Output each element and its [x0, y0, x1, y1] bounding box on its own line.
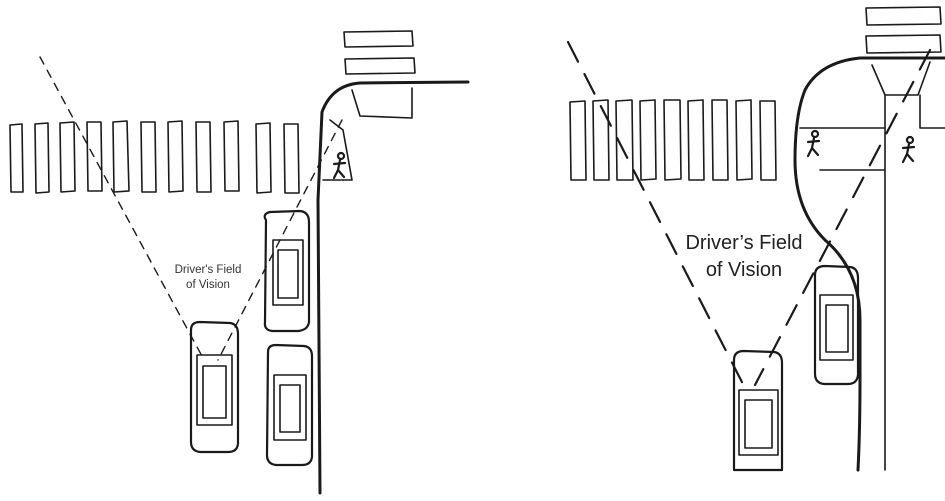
left-car-bottom-right [267, 345, 312, 465]
left-curb [318, 82, 468, 493]
right-car-driver [734, 351, 782, 470]
right-vision-label: Driver’s Field of Vision [664, 230, 824, 284]
left-vision-lines [40, 57, 342, 360]
right-pedestrian-icon-2 [903, 137, 914, 162]
right-vision-lines [568, 42, 930, 388]
left-crosswalk [10, 121, 299, 193]
left-vision-label: Driver's Field of Vision [148, 263, 268, 293]
right-crosswalk [570, 100, 776, 180]
left-top-crosswalk [344, 31, 415, 74]
right-pedestrian-icon-1 [808, 131, 819, 156]
left-car-top [265, 211, 309, 331]
left-pedestrian-icon [334, 153, 345, 178]
left-car-driver [191, 322, 238, 452]
right-top-crosswalk [866, 7, 941, 53]
left-panel [10, 31, 468, 493]
